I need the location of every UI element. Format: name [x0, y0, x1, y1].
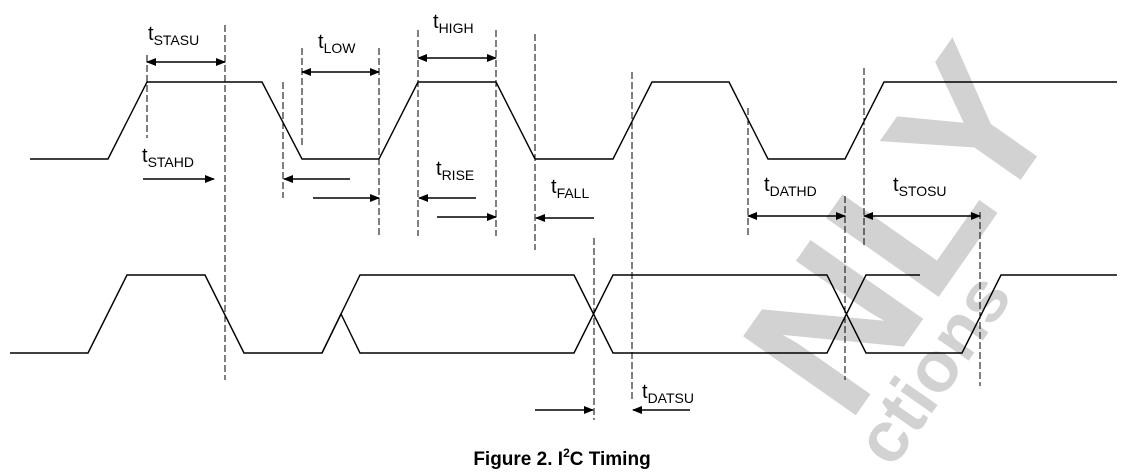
timing-arrows: [143, 54, 981, 414]
label-t-stahd: tSTAHD: [142, 145, 194, 170]
label-t-datsu: tDATSU: [642, 381, 694, 406]
label-t-low: tLOW: [318, 31, 356, 56]
label-t-stasu: tSTASU: [148, 23, 199, 48]
sda-waveform: [10, 274, 1117, 354]
watermark: NLY ctions: [701, 10, 1103, 472]
label-t-fall: tFALL: [551, 176, 589, 201]
label-t-dathd: tDATHD: [764, 174, 817, 199]
scl-waveform: [30, 81, 1117, 160]
timing-labels: tSTASU tLOW tHIGH tSTAHD tRISE tFALL tDA…: [142, 11, 947, 406]
label-t-high: tHIGH: [433, 11, 474, 36]
label-t-rise: tRISE: [436, 158, 474, 183]
figure-caption: Figure 2. I2C Timing: [473, 446, 650, 470]
label-t-stosu: tSTOSU: [893, 174, 947, 199]
